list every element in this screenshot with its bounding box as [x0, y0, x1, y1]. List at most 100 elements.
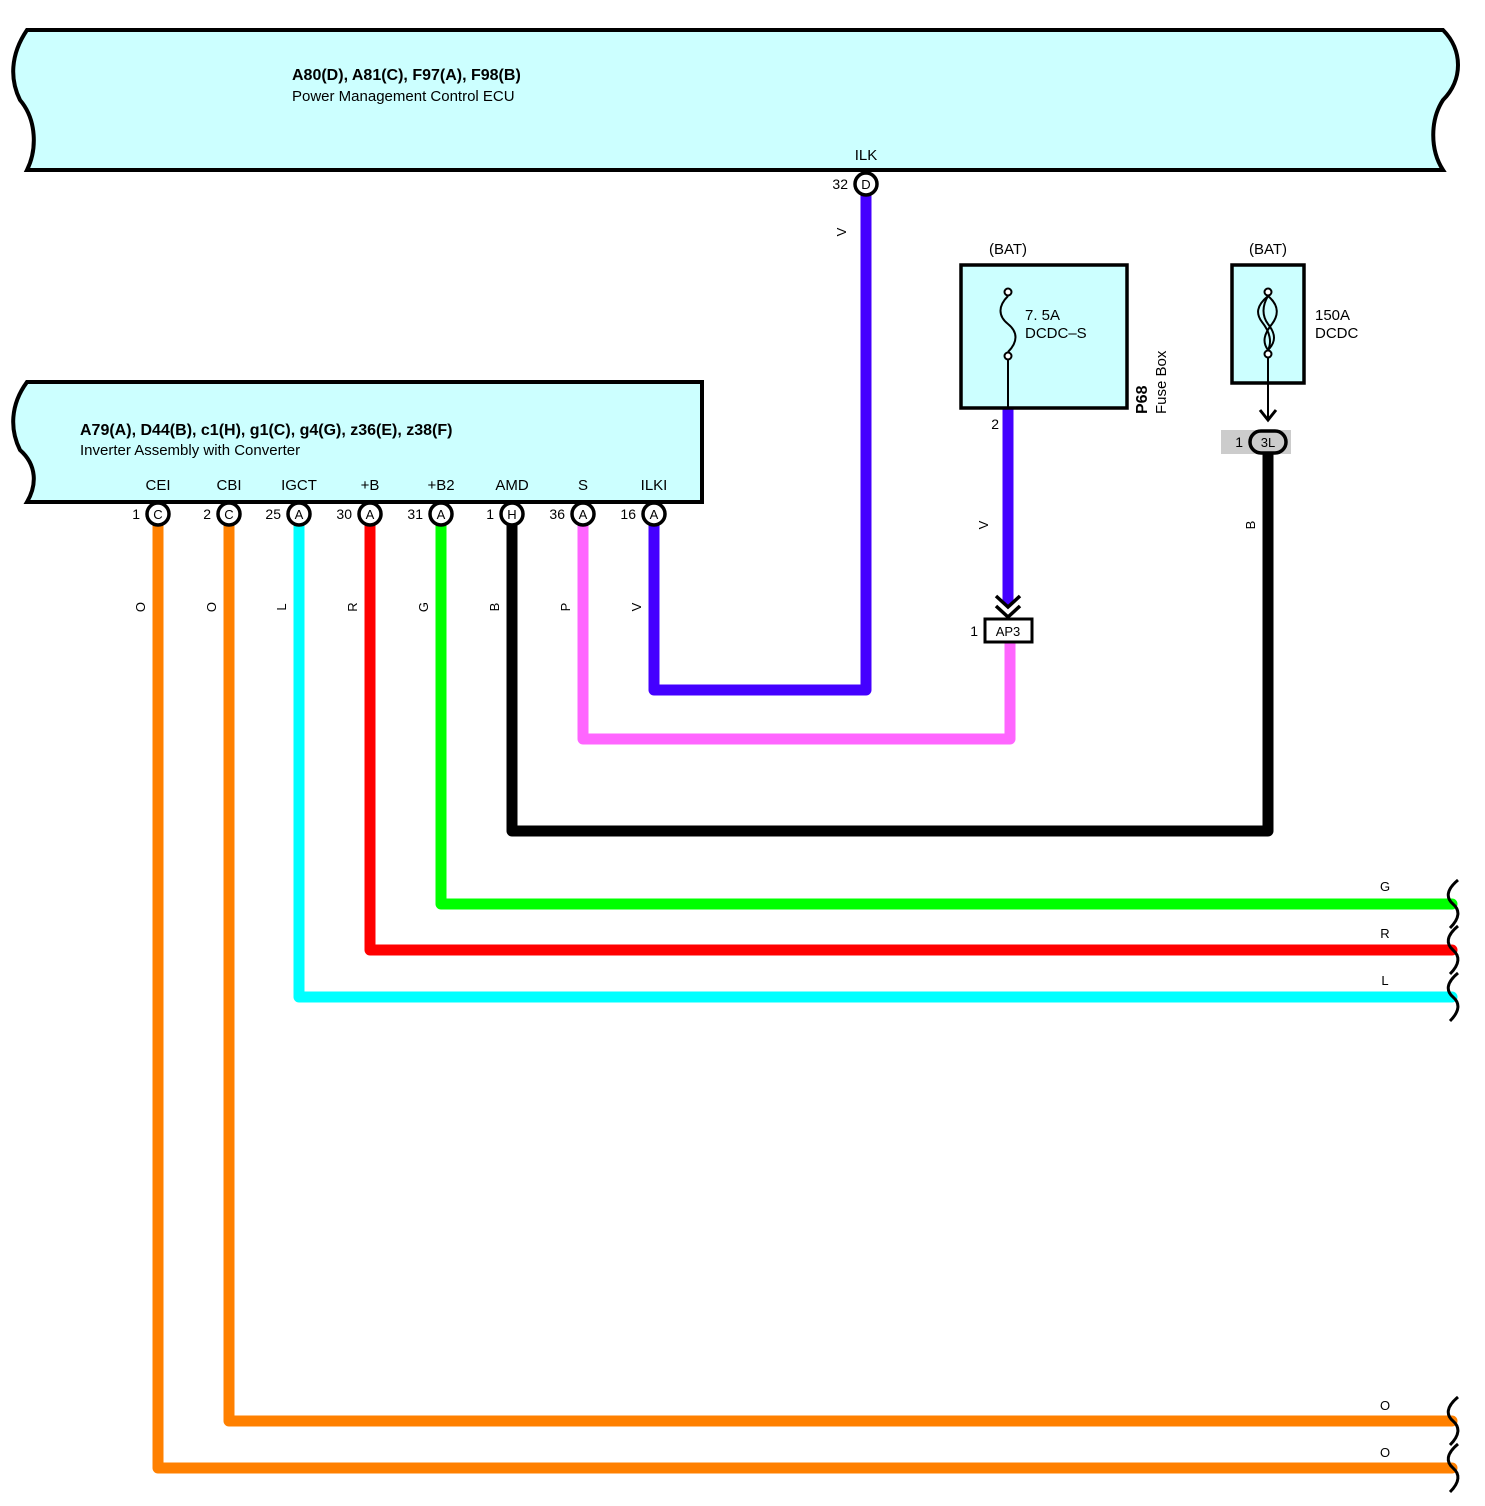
link-supply: (BAT) — [1249, 241, 1287, 258]
wire-cbi[interactable] — [223, 518, 1458, 1427]
terminal-pin: 31 — [407, 506, 423, 522]
terminal-circle — [499, 501, 525, 527]
terminal-pin: 25 — [265, 506, 281, 522]
power-management-ecu-box — [11, 28, 1460, 172]
fuse-supply: (BAT) — [989, 241, 1027, 258]
wire-color-label: B — [487, 603, 502, 612]
edge-label-o-1: O — [1380, 1398, 1390, 1413]
terminal-pin: 1 — [132, 506, 140, 522]
terminal-pin: 1 — [486, 506, 494, 522]
terminal-label: CEI — [145, 477, 170, 494]
fuse-box: (BAT) 7. 5A DCDC–S P68 Fuse Box 2 V — [959, 241, 1170, 529]
wire-b[interactable] — [364, 518, 1458, 956]
wire-color-label: G — [416, 602, 431, 612]
terminal-circle — [641, 501, 667, 527]
terminal-s[interactable]: S 36 A P — [549, 477, 596, 612]
terminal-label: IGCT — [281, 477, 317, 494]
terminal-label: +B2 — [427, 477, 454, 494]
fuse-box-id: P68 — [1134, 385, 1151, 414]
terminal-code: A — [650, 507, 659, 522]
terminal-circle — [216, 501, 242, 527]
inverter-box — [11, 380, 704, 504]
ecu-terminal-pin: 32 — [832, 176, 848, 192]
wire-igct[interactable] — [293, 518, 1458, 1003]
ecu-connectors: A80(D), A81(C), F97(A), F98(B) — [292, 67, 521, 84]
fuse-box-rect — [959, 263, 1129, 410]
fuse-name: DCDC–S — [1025, 325, 1087, 342]
ecu-terminal-label: ILK — [855, 147, 878, 164]
link-name: DCDC — [1315, 325, 1358, 342]
terminal-code: H — [507, 507, 516, 522]
wire-cei[interactable] — [152, 518, 1458, 1474]
terminal-pin: 36 — [549, 506, 565, 522]
wire-color-label: O — [133, 602, 148, 612]
ilk-wire-color: V — [834, 227, 849, 236]
terminal-code: A — [437, 507, 446, 522]
terminal-code: A — [579, 507, 588, 522]
wire-color-label: P — [558, 603, 573, 612]
edge-label-l: L — [1381, 973, 1388, 988]
terminal-cbi[interactable]: CBI 2 C O — [203, 477, 242, 612]
connector-arrow-icon — [994, 594, 1022, 620]
terminal-label: +B — [361, 477, 380, 494]
edge-label-o-2: O — [1380, 1445, 1390, 1460]
wire-amd[interactable] — [506, 448, 1274, 837]
terminal-code: A — [366, 507, 375, 522]
ecu-terminal-code: D — [861, 177, 870, 192]
inverter-terminals: CEI 1 C O CBI 2 C O IGCT 25 A L +B 30 A — [132, 477, 667, 612]
connector-3l-code: 3L — [1261, 435, 1275, 450]
terminal-pin: 2 — [203, 506, 211, 522]
ecu-terminal-ilk[interactable] — [853, 171, 879, 197]
fuse-box-pin: 2 — [991, 416, 999, 432]
terminal-code: C — [153, 507, 162, 522]
terminal-pin: 30 — [336, 506, 352, 522]
junction-pin: 1 — [970, 623, 978, 639]
junction-code: AP3 — [996, 624, 1021, 639]
fuse-wire-color: V — [976, 520, 991, 529]
inverter-connectors: A79(A), D44(B), c1(H), g1(C), g4(G), z36… — [80, 422, 452, 439]
terminal-code: A — [295, 507, 304, 522]
terminal-igct[interactable]: IGCT 25 A L — [265, 477, 317, 611]
terminal-circle — [570, 501, 596, 527]
terminal-label: CBI — [216, 477, 241, 494]
fuse-icon — [999, 287, 1017, 408]
edge-label-r: R — [1380, 926, 1389, 941]
connector-3l[interactable]: 3L 1 — [1221, 429, 1291, 455]
wire-b2[interactable] — [435, 518, 1458, 910]
edge-label-g: G — [1380, 879, 1390, 894]
terminal-pin: 16 — [620, 506, 636, 522]
terminal-b2[interactable]: +B2 31 A G — [407, 477, 454, 612]
wire-color-label: V — [629, 602, 644, 611]
terminal-circle — [145, 501, 171, 527]
terminal-ilki[interactable]: ILKI 16 A V — [620, 477, 667, 611]
inverter-name: Inverter Assembly with Converter — [80, 442, 300, 459]
terminal-circle — [357, 501, 383, 527]
connector-3l-oval — [1248, 429, 1288, 455]
terminal-label: ILKI — [641, 477, 668, 494]
wire-ilk[interactable] — [648, 189, 872, 696]
terminal-circle — [428, 501, 454, 527]
fuse-rating: 7. 5A — [1025, 307, 1060, 324]
terminal-cei[interactable]: CEI 1 C O — [132, 477, 171, 612]
wire-color-label: O — [204, 602, 219, 612]
continuation-marks — [1446, 878, 1460, 1494]
wire-color-label: L — [274, 603, 289, 610]
fusible-link: (BAT) 150A DCDC — [1230, 241, 1358, 423]
fusible-link-icon — [1257, 287, 1278, 423]
fuse-box-name: Fuse Box — [1153, 350, 1170, 414]
link-rating: 150A — [1315, 307, 1350, 324]
terminal-label: AMD — [495, 477, 529, 494]
link-wire-color: B — [1243, 521, 1258, 530]
connector-3l-pin: 1 — [1235, 434, 1243, 450]
ecu-name: Power Management Control ECU — [292, 88, 515, 105]
terminal-circle — [286, 501, 312, 527]
junction-box — [983, 617, 1034, 644]
wire-s[interactable] — [577, 518, 1016, 745]
terminal-b[interactable]: +B 30 A R — [336, 477, 383, 612]
terminal-label: S — [578, 477, 588, 494]
terminal-code: C — [224, 507, 233, 522]
wire-color-label: R — [345, 602, 360, 611]
junction-ap3[interactable]: AP3 1 — [970, 594, 1034, 644]
terminal-amd[interactable]: AMD 1 H B — [486, 477, 529, 611]
